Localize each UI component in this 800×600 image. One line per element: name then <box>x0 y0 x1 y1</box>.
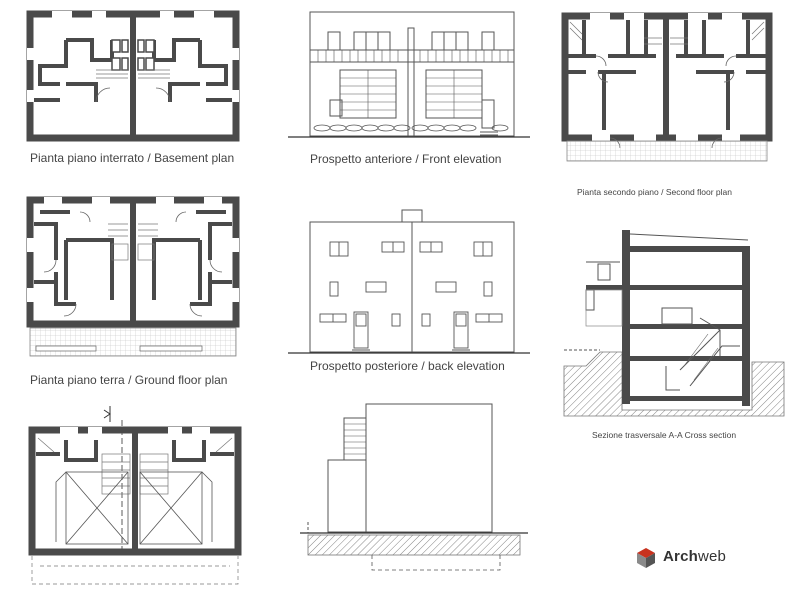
ground-floor-plan <box>26 196 240 357</box>
caption-front-elevation: Prospetto anteriore / Front elevation <box>310 152 502 166</box>
side-elevation <box>300 403 528 571</box>
logo-text: Archweb <box>663 548 726 565</box>
back-elevation <box>288 209 530 354</box>
caption-basement-plan: Pianta piano interrato / Basement plan <box>30 151 235 165</box>
logo-text-bold: Arch <box>663 548 698 565</box>
archweb-cube-icon <box>637 548 655 568</box>
caption-ground-floor-plan: Pianta piano terra / Ground floor plan <box>30 373 228 387</box>
caption-back-elevation: Prospetto posteriore / back elevation <box>310 359 505 373</box>
cross-section <box>563 230 785 417</box>
archweb-logo: Archweb <box>658 548 726 565</box>
logo-text-light: web <box>697 548 727 565</box>
front-elevation <box>288 11 530 138</box>
second-floor-plan <box>561 12 773 162</box>
basement-plan <box>26 10 240 142</box>
caption-cross-section: Sezione trasversale A-A Cross section <box>592 430 737 440</box>
caption-second-floor-plan: Pianta secondo piano / Second floor plan <box>577 187 733 197</box>
first-floor-plan <box>28 406 242 585</box>
